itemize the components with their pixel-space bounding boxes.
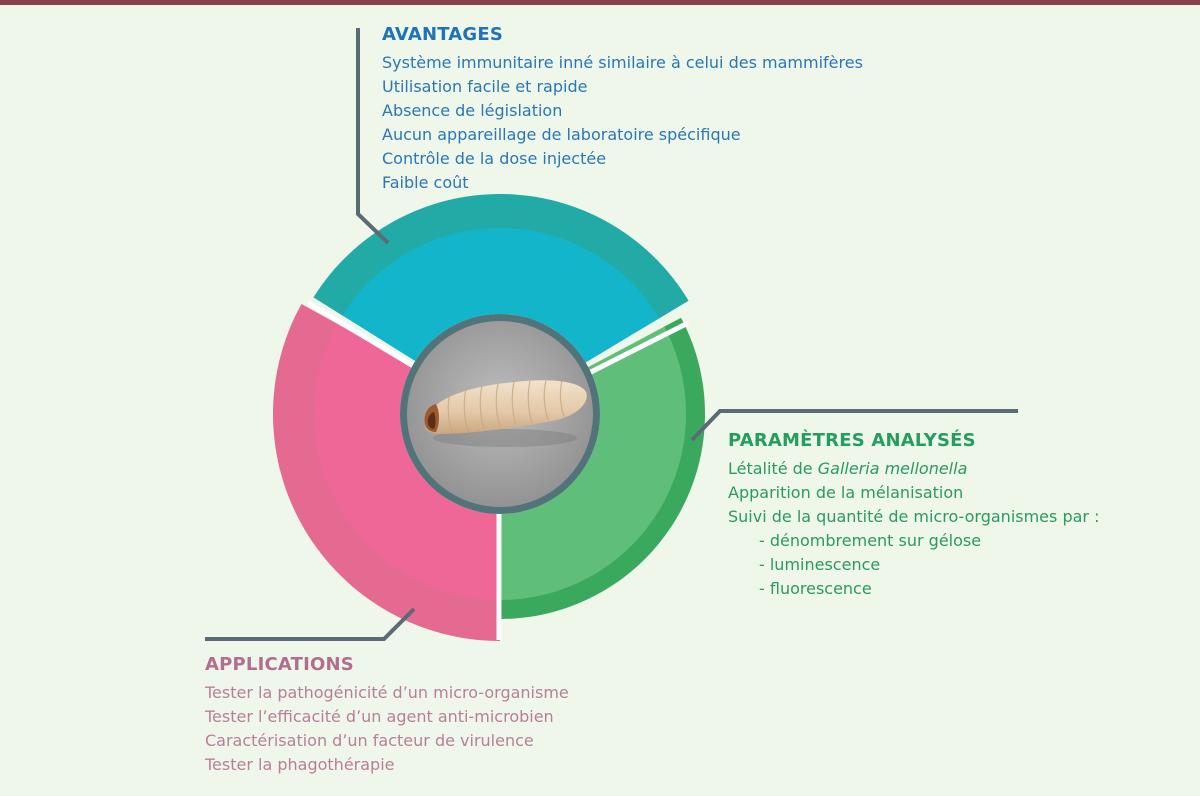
parameters-outer-arc (500, 317, 705, 619)
parameter-subitem: - fluorescence (759, 579, 872, 598)
advantage-item: Utilisation facile et rapide (382, 77, 588, 96)
advantages-inner-segment (342, 227, 660, 363)
advantage-item: Absence de législation (382, 101, 563, 120)
parameters-section: PARAMÈTRES ANALYSÉS Létalité de Galleria… (728, 430, 1099, 601)
parameter-prefix: Létalité de (728, 459, 818, 478)
parameter-subitem: - dénombrement sur gélose (759, 531, 982, 550)
larva-photo (407, 321, 593, 507)
advantage-item: Système immunitaire inné similaire à cel… (382, 53, 863, 72)
applications-inner-segment (314, 323, 500, 600)
applications-outer-arc (273, 303, 500, 641)
parameters-title: PARAMÈTRES ANALYSÉS (728, 430, 976, 451)
connector-lines (205, 28, 1018, 641)
advantage-item: Contrôle de la dose injectée (382, 149, 607, 168)
advantages-section: AVANTAGES Système immunitaire inné simil… (382, 24, 863, 195)
parameter-item: Suivi de la quantité de micro-organismes… (728, 507, 1100, 526)
advantages-outer-arc (313, 194, 689, 319)
application-item: Tester l’efficacité d’un agent anti-micr… (205, 707, 554, 726)
application-item: Tester la phagothérapie (205, 755, 395, 774)
parameter-item: Apparition de la mélanisation (728, 483, 964, 502)
advantages-title: AVANTAGES (382, 24, 504, 45)
parameter-item: Létalité de Galleria mellonella (728, 457, 1099, 481)
top-bar (0, 0, 1200, 5)
advantage-item: Faible coût (382, 173, 469, 192)
parameter-subitem: - luminescence (759, 555, 881, 574)
applications-title: APPLICATIONS (205, 654, 354, 675)
application-item: Caractérisation d’un facteur de virulenc… (205, 731, 534, 750)
species-name: Galleria mellonella (817, 459, 968, 478)
advantage-item: Aucun appareillage de laboratoire spécif… (382, 125, 741, 144)
parameters-inner-segment (500, 326, 686, 600)
application-item: Tester la pathogénicité d’un micro-organ… (205, 683, 569, 702)
applications-section: APPLICATIONS Tester la pathogénicité d’u… (205, 654, 569, 777)
